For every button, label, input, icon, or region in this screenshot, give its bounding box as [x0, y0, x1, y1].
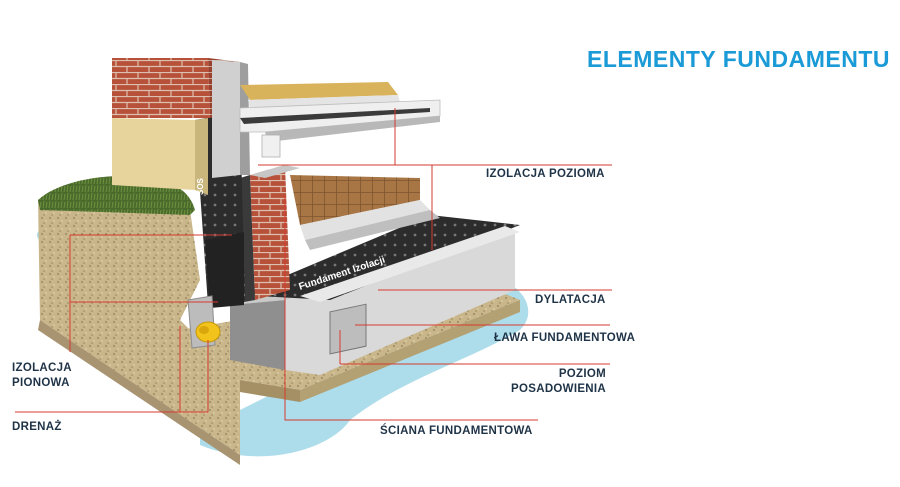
leader-drenaz — [15, 326, 209, 413]
label-izolacja-pionowa: IZOLACJA PIONOWA — [12, 362, 72, 389]
membrane-text-2: SOS — [196, 177, 205, 195]
ceiling-block — [261, 134, 281, 158]
upper-brick-wall — [112, 58, 210, 118]
label-dylatacja: DYLATACJA — [535, 294, 606, 306]
foundation-wall-face — [250, 165, 290, 300]
slab-membrane — [240, 215, 520, 300]
leader-lines — [15, 108, 612, 421]
footing-inspection-hatch — [329, 303, 367, 355]
plaster-wall — [112, 118, 195, 190]
label-lawa-fundamentowa: ŁAWA FUNDAMENTOWA — [494, 332, 636, 344]
soil-block — [38, 200, 240, 455]
leader-poziom-posadowienia — [339, 330, 610, 365]
diagram-title: ELEMENTY FUNDAMENTU — [587, 46, 890, 72]
leader-sciana-fundamentowa — [284, 195, 538, 421]
foundation-wall-top — [250, 165, 300, 178]
leader-izolacja-pionowa — [69, 234, 232, 352]
footing-side — [230, 300, 285, 370]
wall-insulation-column — [212, 60, 240, 178]
label-sciana-fundamentowa: ŚCIANA FUNDAMENTOWA — [380, 425, 533, 437]
ceiling-roof — [240, 82, 398, 100]
label-izolacja-pozioma: IZOLACJA POZIOMA — [486, 168, 605, 180]
label-poziom-posadowienia: POZIOM POSADOWIENIA — [511, 368, 606, 395]
inner-floor — [290, 175, 420, 225]
leader-izolacja-pozioma — [258, 108, 612, 250]
label-drenaz: DRENAŻ — [12, 421, 62, 433]
